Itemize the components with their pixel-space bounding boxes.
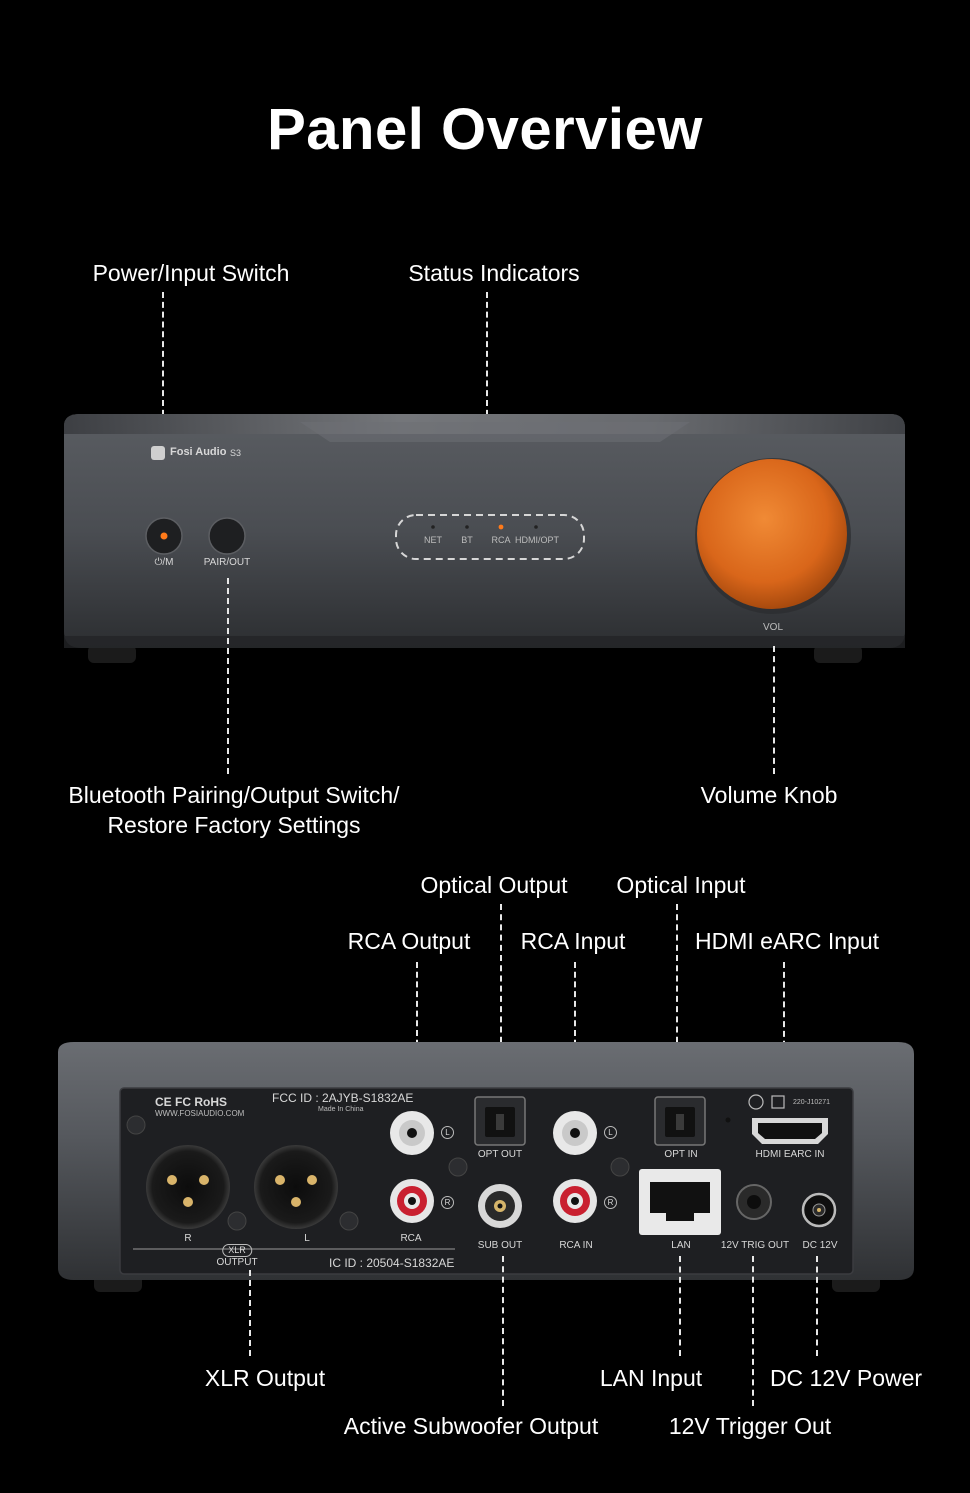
cert-marks: CE FC RoHS <box>155 1095 227 1109</box>
page-title: Panel Overview <box>267 97 703 162</box>
leader-lan-input <box>679 1256 681 1356</box>
leader-optical-output <box>500 904 502 1104</box>
label-volume-knob: Volume Knob <box>700 782 838 808</box>
leader-rca-input <box>574 962 576 1104</box>
lan-text: LAN <box>671 1240 691 1251</box>
leader-hdmi-input <box>783 962 785 1096</box>
dc-12v-text: DC 12V <box>802 1240 838 1251</box>
indicator-label-hdmi-opt: HDMI/OPT <box>515 535 559 545</box>
xlr-output-right-jack[interactable] <box>146 1145 230 1229</box>
fcc-id-text: FCC ID : 2AJYB-S1832AE <box>272 1091 414 1105</box>
trig-out-text: 12V TRIG OUT <box>720 1240 790 1251</box>
leader-sub-output <box>502 1256 504 1406</box>
leader-status-indicators <box>486 292 488 514</box>
leader-trigger-out <box>752 1256 754 1406</box>
rca-out-r-mark: R <box>441 1196 454 1209</box>
indicator-label-net: NET <box>424 535 442 545</box>
opt-out-text: OPT OUT <box>477 1149 523 1160</box>
label-optical-input: Optical Input <box>616 872 746 898</box>
label-bt-pairing-1: Bluetooth Pairing/Output Switch/ <box>68 782 400 808</box>
label-dc-power: DC 12V Power <box>769 1365 923 1391</box>
knob-label: VOL <box>763 622 784 633</box>
led-rca <box>498 524 504 530</box>
leader-xlr-output <box>249 1270 251 1356</box>
front-foot-right <box>814 645 862 663</box>
label-xlr-output: XLR Output <box>204 1365 326 1391</box>
rca-out-text: RCA <box>400 1233 422 1244</box>
sub-out-text: SUB OUT <box>477 1240 523 1251</box>
pair-button-label: PAIR/OUT <box>203 557 251 568</box>
xlr-r-label: R <box>184 1233 192 1244</box>
led-net <box>431 525 435 529</box>
website-text: WWW.FOSIAUDIO.COM <box>155 1109 245 1118</box>
label-sub-output: Active Subwoofer Output <box>343 1413 599 1439</box>
rca-out-l-mark: L <box>441 1126 454 1139</box>
power-button-label: ⏻/M <box>154 557 174 568</box>
xlr-output-text: OUTPUT <box>216 1257 258 1268</box>
leader-power-switch <box>162 292 164 514</box>
rca-in-text: RCA IN <box>559 1240 593 1251</box>
led-hdmi-opt <box>534 525 538 529</box>
brand-logo-icon <box>151 446 165 460</box>
volume-knob[interactable] <box>697 459 847 609</box>
status-indicators-outline <box>395 514 585 560</box>
made-in-text: Made In China <box>318 1106 364 1113</box>
label-bt-pairing-2: Restore Factory Settings <box>107 812 361 838</box>
model-name: S3 <box>230 448 242 458</box>
label-optical-output: Optical Output <box>420 872 568 898</box>
xlr-output-left-jack[interactable] <box>254 1145 338 1229</box>
indicator-label-rca: RCA <box>491 535 511 545</box>
label-lan-input: LAN Input <box>599 1365 703 1391</box>
led-bt <box>465 525 469 529</box>
ic-id-text: IC ID : 20504-S1832AE <box>329 1256 455 1270</box>
xlr-l-label: L <box>304 1233 310 1244</box>
leader-volume-knob <box>773 646 775 774</box>
leader-pair-button <box>227 578 229 774</box>
xlr-badge: XLR <box>222 1244 252 1257</box>
brand-name: Fosi Audio <box>170 446 227 458</box>
label-hdmi-earc-input: HDMI eARC Input <box>694 928 880 954</box>
indicator-label-bt: BT <box>461 535 473 545</box>
leader-dc-power <box>816 1256 818 1356</box>
label-rca-input: RCA Input <box>520 928 626 954</box>
hdmi-earc-in-text: HDMI EARC IN <box>755 1149 825 1160</box>
label-power-switch: Power/Input Switch <box>92 260 290 286</box>
rca-in-r-mark: R <box>604 1196 617 1209</box>
reg-code-text: 220-J10271 <box>793 1099 830 1106</box>
power-led <box>160 532 168 540</box>
rca-in-l-mark: L <box>604 1126 617 1139</box>
rear-panel-device <box>58 1042 914 1292</box>
label-trigger-out: 12V Trigger Out <box>668 1413 832 1439</box>
leader-rca-output <box>416 962 418 1104</box>
front-panel-device <box>64 414 905 663</box>
pair-out-button[interactable] <box>208 517 246 555</box>
leader-optical-input <box>676 904 678 1104</box>
front-foot-left <box>88 645 136 663</box>
label-rca-output: RCA Output <box>347 928 471 954</box>
label-status-indicators: Status Indicators <box>408 260 580 286</box>
opt-in-text: OPT IN <box>664 1149 698 1160</box>
